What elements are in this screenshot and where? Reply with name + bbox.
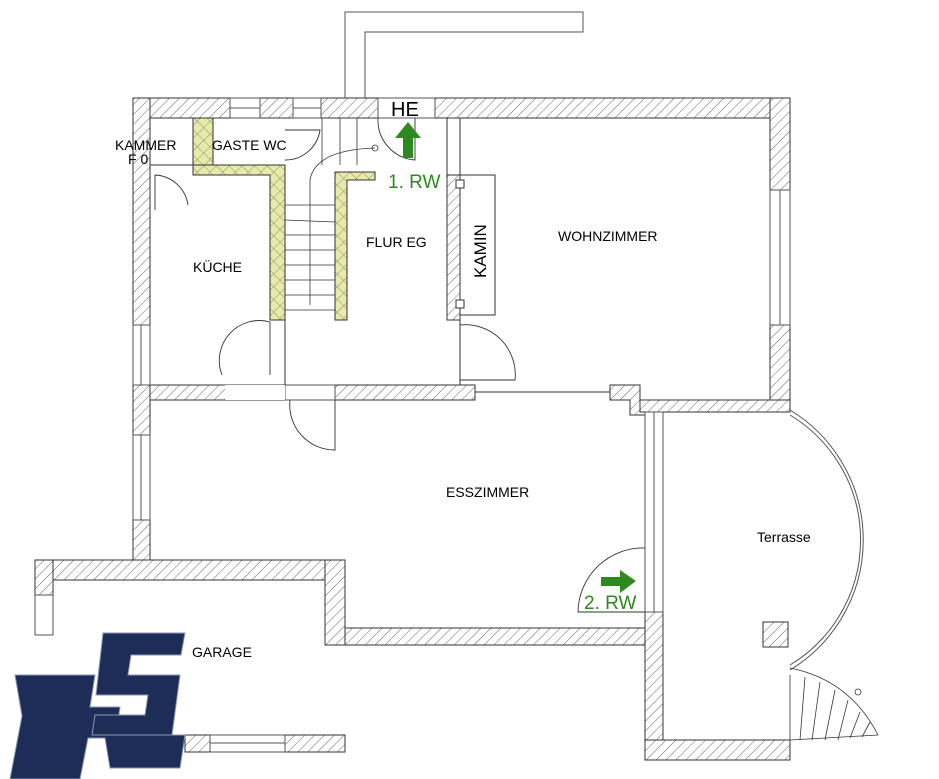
fs-logo: [9, 632, 186, 779]
terrace-stairs: [789, 667, 879, 741]
room-label-garage: GARAGE: [192, 644, 252, 660]
room-label-kammer-sub: F 0: [128, 151, 148, 167]
staircase: [284, 118, 379, 311]
chimney-outline: [344, 11, 584, 98]
arrow-right-icon: [601, 570, 636, 593]
doors: [154, 117, 646, 613]
room-label-wohnzimmer: WOHNZIMMER: [558, 228, 658, 244]
arrow-up-icon: [395, 122, 421, 158]
escape-route-1: 1. RW: [388, 172, 441, 193]
room-label-kamin: KAMIN: [471, 224, 490, 278]
room-label-terrasse: Terrasse: [757, 529, 811, 545]
fireplace: [459, 174, 496, 316]
room-label-flur: FLUR EG: [366, 234, 427, 250]
stair-wall: [192, 164, 286, 321]
terrace-arc: [789, 409, 864, 671]
walls: [34, 97, 791, 761]
room-label-kueche: KÜCHE: [193, 258, 242, 275]
room-label-gaeste-wc: GASTE WC: [212, 137, 287, 153]
escape-route-2: 2. RW: [584, 593, 637, 614]
entrance-label: HE: [391, 99, 419, 121]
stair-wall: [192, 117, 214, 171]
room-label-kammer: KAMMER: [115, 137, 176, 153]
room-label-esszimmer: ESSZIMMER: [446, 484, 529, 500]
windows: [34, 97, 791, 753]
terrace-pillar: [762, 621, 789, 648]
stair-wall: [334, 171, 376, 321]
